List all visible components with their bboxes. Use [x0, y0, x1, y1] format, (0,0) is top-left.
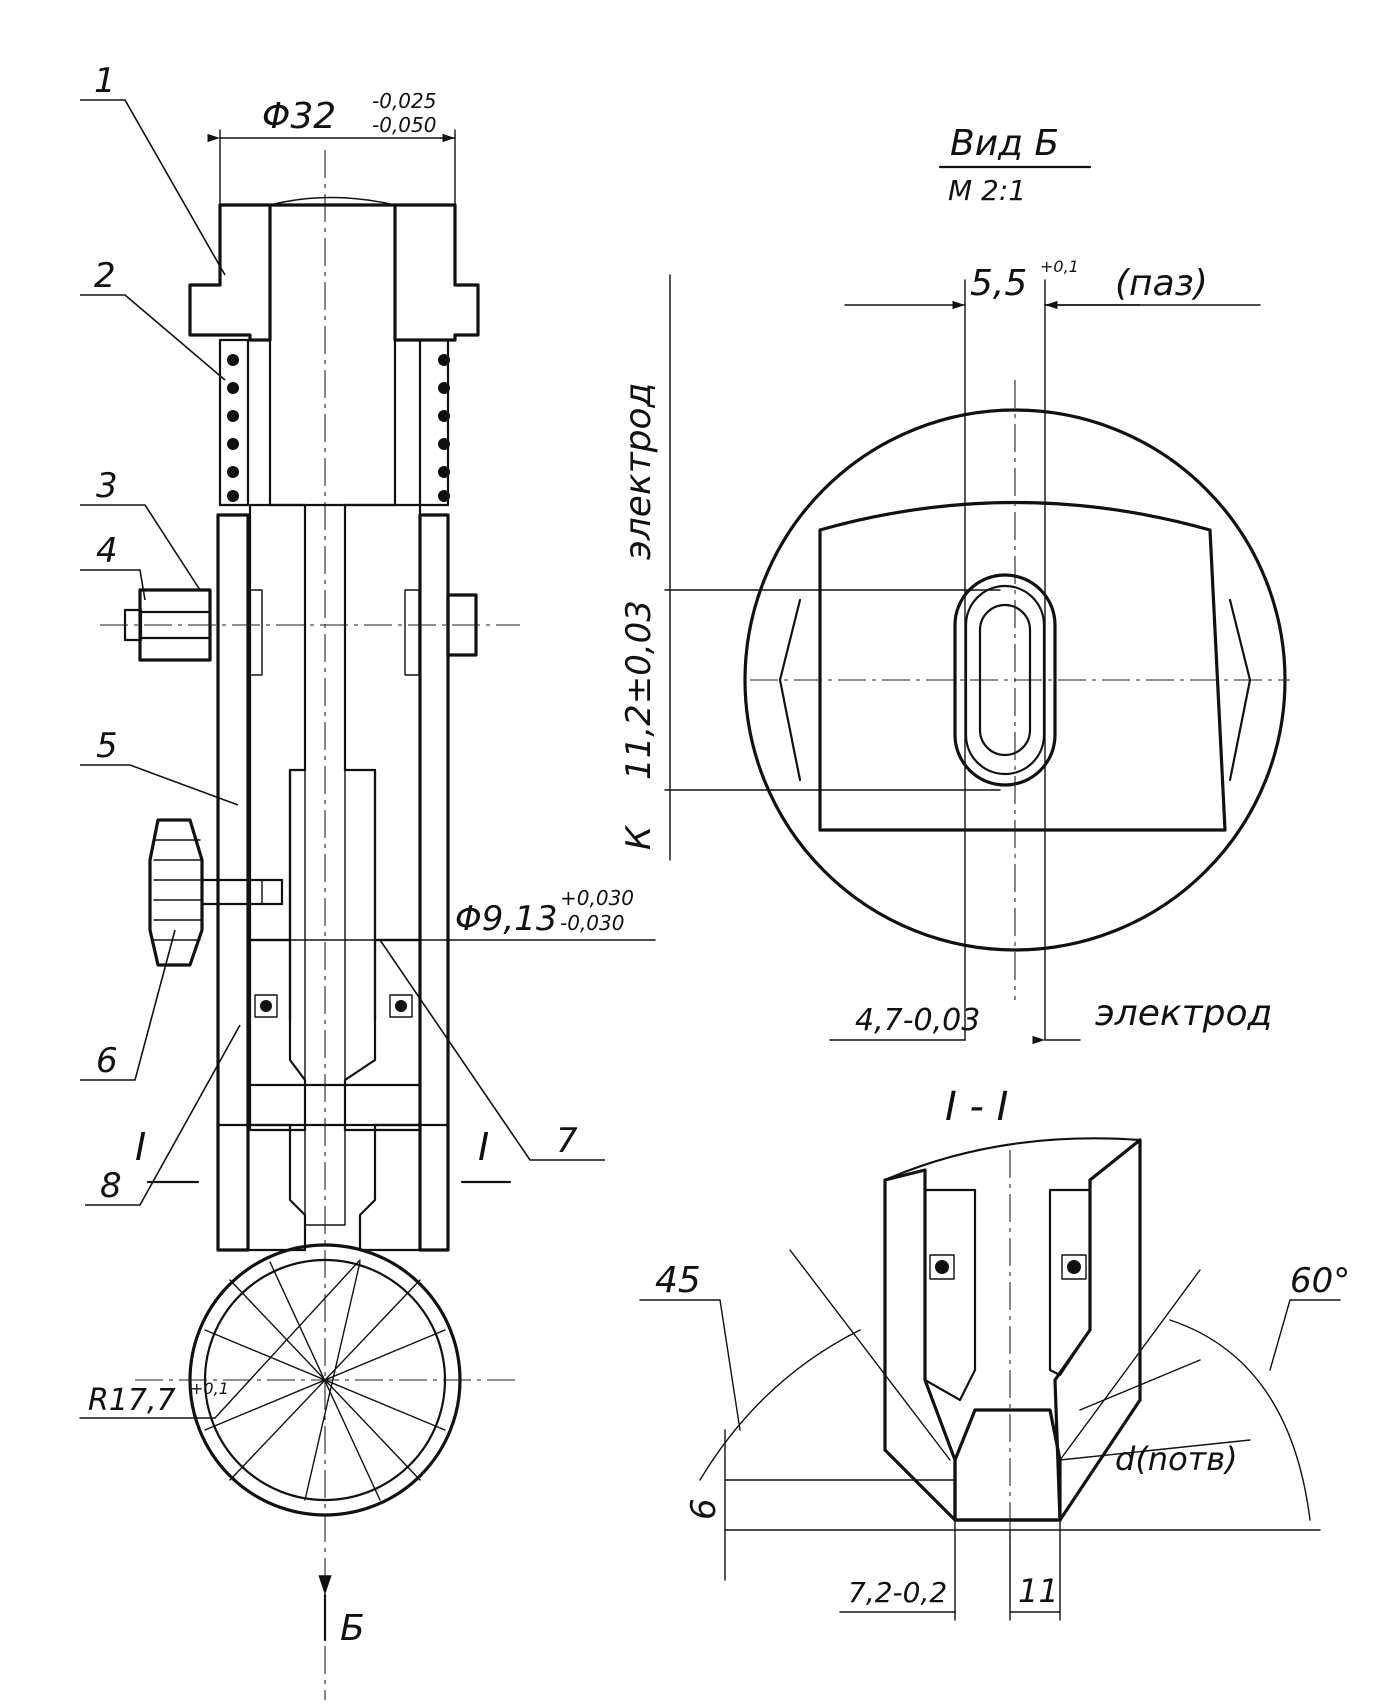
- callout-4: 4: [96, 531, 118, 571]
- view-b-width-dim: 4,7-0,03: [855, 1003, 980, 1038]
- section-mark-left: I: [135, 1125, 146, 1169]
- dim-outer-tol-upper: -0,025: [372, 89, 436, 113]
- knob-6: [148, 818, 284, 967]
- view-b-slot-width: 5,5: [970, 263, 1027, 304]
- main-section-view: Φ32 -0,025 -0,050 Φ9,13 +0,030 -0,030 R1…: [79, 61, 656, 1700]
- view-b-electrode-top: электрод: [618, 383, 659, 560]
- screw-4: [100, 588, 520, 676]
- callout-1: 1: [94, 61, 116, 101]
- view-b-height-dim: 11,2±0,03: [619, 600, 659, 780]
- seal-block: [246, 938, 422, 1132]
- view-b-scale: М 2:1: [948, 174, 1026, 207]
- view-b-k-label: К: [619, 824, 659, 850]
- dim-radius: R17,7: [88, 1383, 176, 1418]
- pipe-section: [135, 1243, 520, 1517]
- dim-bore-tol-lower: -0,030: [560, 911, 624, 935]
- view-b: Вид Б М 2:1 5,5 +0,1 (паз) электрод 11,2…: [618, 123, 1290, 1045]
- dim-outer-tol-lower: -0,050: [372, 113, 436, 137]
- dim-outer-diameter: Φ32: [262, 96, 336, 137]
- callout-5: 5: [96, 726, 118, 766]
- section-width-dim: 7,2-0,2: [848, 1576, 947, 1609]
- lower-body: [216, 1123, 450, 1252]
- section-title: I - I: [945, 1084, 1008, 1130]
- view-b-title: Вид Б: [950, 123, 1059, 164]
- callout-3: 3: [96, 466, 118, 506]
- section-mark-right: I: [478, 1125, 489, 1169]
- part-1-body: [188, 203, 480, 342]
- dim-bore-diameter: Φ9,13: [455, 899, 557, 939]
- view-b-slot-tol: +0,1: [1040, 257, 1079, 276]
- section-gap-dim: 11: [1018, 1572, 1059, 1610]
- section-angle-left: 45: [655, 1260, 701, 1301]
- callout-6: 6: [96, 1041, 118, 1081]
- section-i-i: I - I 45 60° d(nотв): [639, 1084, 1350, 1621]
- central-body: [248, 503, 422, 942]
- section-depth-dim: 6: [684, 1498, 724, 1520]
- spring-2: [218, 338, 450, 507]
- view-arrow-label: Б: [340, 1608, 365, 1649]
- callout-7: 7: [556, 1121, 578, 1161]
- dim-radius-tol: +0,1: [190, 1379, 229, 1398]
- section-angle-right: 60°: [1290, 1261, 1350, 1301]
- section-hole-note: d(nотв): [1115, 1440, 1238, 1478]
- dim-bore-tol-upper: +0,030: [560, 886, 634, 910]
- view-b-electrode-bottom: электрод: [1095, 993, 1272, 1034]
- callout-2: 2: [94, 256, 116, 296]
- view-b-slot-note: (паз): [1115, 263, 1208, 304]
- callout-8: 8: [100, 1166, 122, 1206]
